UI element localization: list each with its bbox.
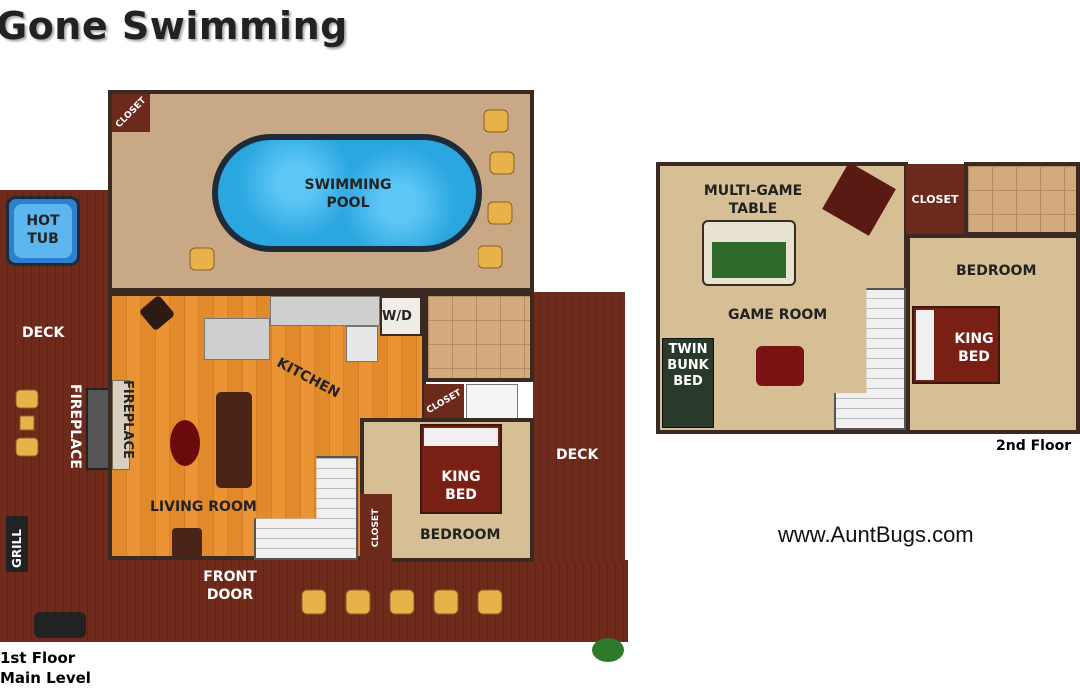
king-bed-second-label: KING BED	[954, 331, 994, 365]
floor1-label-line1: 1st Floor	[0, 649, 76, 667]
swimming-pool	[212, 134, 482, 252]
pool-chair-left	[189, 247, 215, 271]
stove	[346, 326, 378, 362]
floor1-label-line2: Main Level	[0, 669, 91, 687]
closet-bath: CLOSET	[424, 384, 464, 420]
pool-chairs-right	[478, 109, 515, 269]
bathroom-second	[964, 162, 1080, 236]
kitchen-counter	[270, 296, 380, 326]
indoor-fireplace-hearth	[112, 380, 130, 470]
website-text: www.AuntBugs.com	[778, 522, 974, 547]
twin-bunk-label: TWIN BUNK BED	[667, 342, 709, 389]
hot-tub-label: HOT TUB	[26, 213, 60, 247]
pool-label: SWIMMING POOL	[304, 177, 392, 211]
deck-right-label: DECK	[556, 447, 599, 463]
grill-label: GRILL	[10, 529, 24, 568]
deck-chairs-left	[15, 389, 39, 457]
sofa	[216, 392, 252, 488]
king-bed-first	[420, 424, 502, 514]
armchair	[172, 528, 202, 558]
twin-bunk-bed	[662, 338, 714, 428]
closet-bedroom: CLOSET	[360, 494, 392, 562]
plan-title: Gone Swimming	[0, 4, 348, 48]
outdoor-table	[34, 612, 86, 638]
closet-pool: CLOSET	[112, 94, 150, 132]
bedroom-first-label: BEDROOM	[420, 527, 501, 543]
king-bed-first-label: KING BED	[441, 469, 481, 503]
front-door-label: FRONT DOOR	[203, 569, 257, 603]
floor2-label: 2nd Floor	[996, 438, 1072, 454]
king-bed-second	[912, 306, 1000, 384]
round-table	[756, 346, 804, 386]
deck-chairs-bottom	[301, 589, 503, 615]
multi-game-table-label: MULTI-GAME TABLE	[703, 183, 803, 217]
grill	[6, 516, 28, 572]
fireplace-outdoor-label: FIREPLACE	[67, 384, 83, 469]
closet-second: CLOSET	[906, 164, 964, 234]
hot-tub	[6, 196, 80, 266]
fireplace-indoor-label: FIREPLACE	[120, 380, 135, 459]
laundry-room	[380, 296, 422, 336]
shower	[466, 384, 518, 420]
area-rug	[170, 420, 200, 466]
living-room-label: LIVING ROOM	[150, 499, 257, 515]
deck-right-area	[533, 292, 625, 562]
bedroom-second-label: BEDROOM	[956, 263, 1037, 279]
bathroom-floor	[424, 292, 534, 382]
wd-label: W/D	[382, 309, 412, 324]
pool-table	[702, 220, 796, 286]
deck-left-label: DECK	[22, 325, 65, 341]
plant	[592, 638, 624, 662]
kitchen-island	[204, 318, 270, 360]
game-room-label: GAME ROOM	[728, 307, 828, 323]
